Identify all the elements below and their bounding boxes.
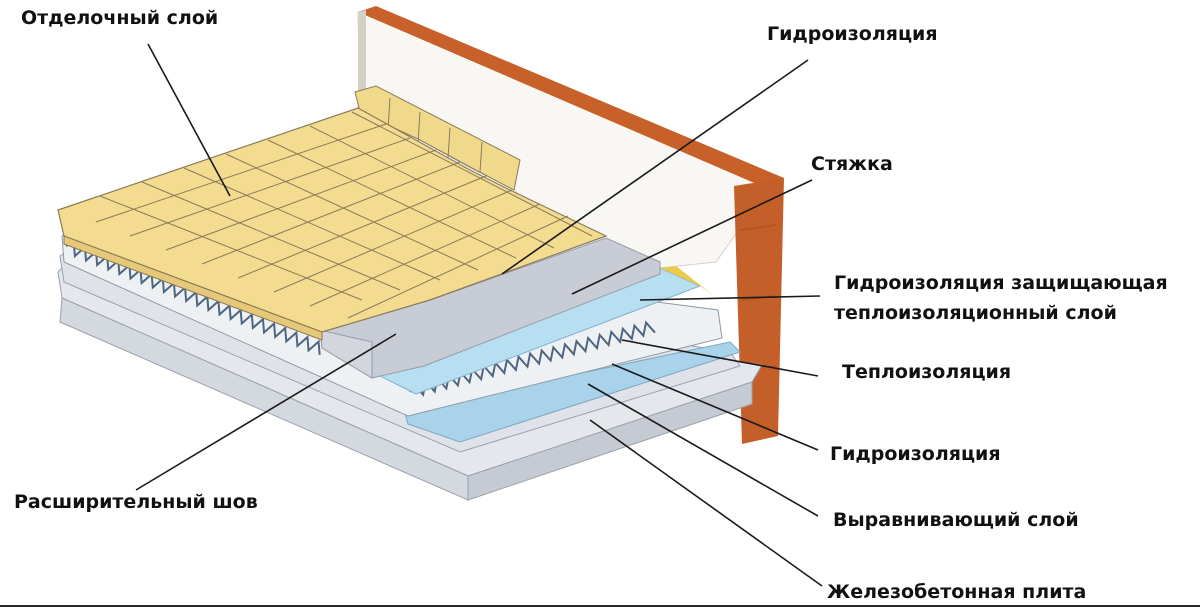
label-protective-waterproofing-line2: теплоизоляционный слой [834, 302, 1117, 324]
leader-expansion-joint [135, 333, 397, 491]
leader-concrete-slab [589, 419, 823, 587]
leader-finish-layer [147, 43, 231, 197]
lower-waterproofing-layer [403, 341, 741, 443]
leader-lines [135, 43, 823, 587]
label-concrete-slab: Железобетонная плита [827, 581, 1087, 603]
leader-leveling-layer [587, 383, 819, 517]
leader-protective-waterproofing [639, 295, 821, 301]
label-leveling-layer: Выравнивающий слой [833, 509, 1079, 531]
finish-tile-layer [57, 107, 608, 341]
label-protective-waterproofing-line1: Гидроизоляция защищающая [834, 272, 1168, 294]
label-expansion-joint: Расширительный шов [14, 491, 258, 513]
label-thermal-insulation: Теплоизоляция [842, 361, 1012, 383]
leader-waterproofing-lower [611, 363, 819, 451]
label-protective-waterproofing: Гидроизоляция защищающая теплоизоляционн… [834, 268, 1168, 328]
wall-brick-left-edge [358, 10, 366, 110]
leader-screed [571, 179, 813, 295]
leader-waterproofing-top [501, 59, 809, 275]
leader-thermal-insulation [621, 339, 819, 377]
label-screed: Стяжка [811, 153, 893, 175]
wall-brick-top-edge [358, 6, 784, 188]
label-waterproofing-top: Гидроизоляция [767, 23, 938, 45]
label-finish-layer: Отделочный слой [21, 7, 219, 29]
label-waterproofing-lower: Гидроизоляция [830, 443, 1001, 465]
tile-grout-lines [95, 111, 593, 319]
